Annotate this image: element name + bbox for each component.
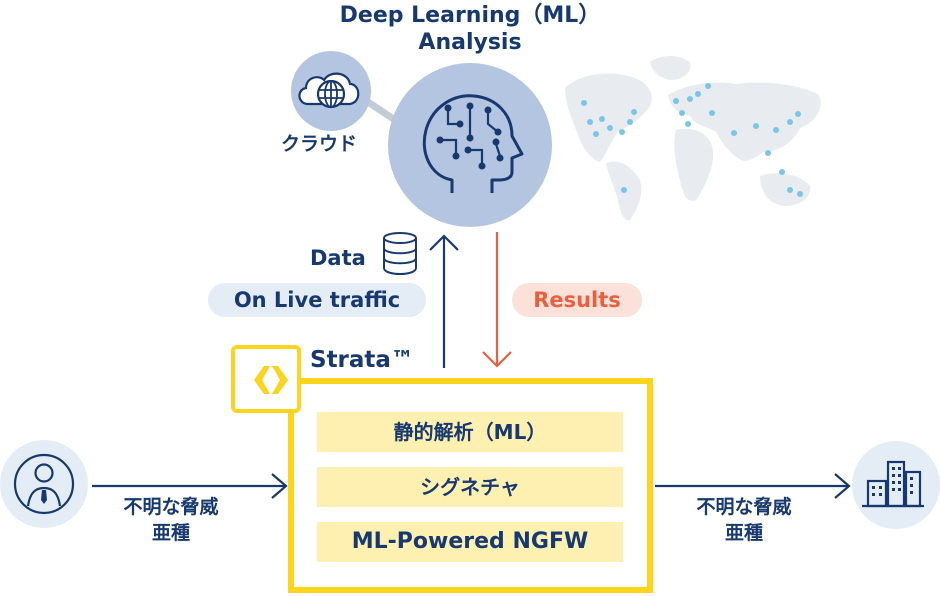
data-label: Data: [310, 246, 366, 270]
engine-row-static-analysis: 静的解析（ML）: [317, 412, 623, 452]
user-icon: [0, 440, 88, 528]
ai-brain-icon: [388, 63, 552, 227]
threat-in-line-2: 亜種: [151, 522, 190, 544]
results-download-arrow: [482, 232, 512, 368]
title-line-2: Analysis: [418, 30, 522, 55]
strata-label: Strata™: [310, 347, 414, 373]
engine-row-signature: シグネチャ: [317, 467, 623, 507]
database-icon: [383, 232, 417, 275]
title-line-1: Deep Learning（ML）: [339, 3, 601, 28]
live-traffic-badge: On Live traffic: [208, 283, 426, 317]
results-badge: Results: [512, 283, 642, 317]
engine-row-ngfw: ML-Powered NGFW: [317, 522, 623, 562]
threat-in-line-1: 不明な脅威: [123, 496, 219, 518]
threat-out-arrow: [655, 473, 851, 499]
threat-out-line-1: 不明な脅威: [696, 496, 792, 518]
threat-in-label: 不明な脅威 亜種: [106, 494, 236, 546]
threat-out-line-2: 亜種: [724, 522, 763, 544]
threat-out-label: 不明な脅威 亜種: [679, 494, 809, 546]
map-dots: [581, 83, 803, 197]
threat-in-arrow: [92, 473, 288, 499]
data-upload-arrow: [429, 234, 459, 368]
cloud-globe-icon: [291, 51, 371, 131]
cloud-label: クラウド: [281, 133, 358, 155]
world-map-icon: [565, 56, 821, 221]
strata-logo-icon: [231, 345, 301, 413]
buildings-icon: [852, 441, 940, 529]
page-title: Deep Learning（ML） Analysis: [300, 2, 640, 56]
